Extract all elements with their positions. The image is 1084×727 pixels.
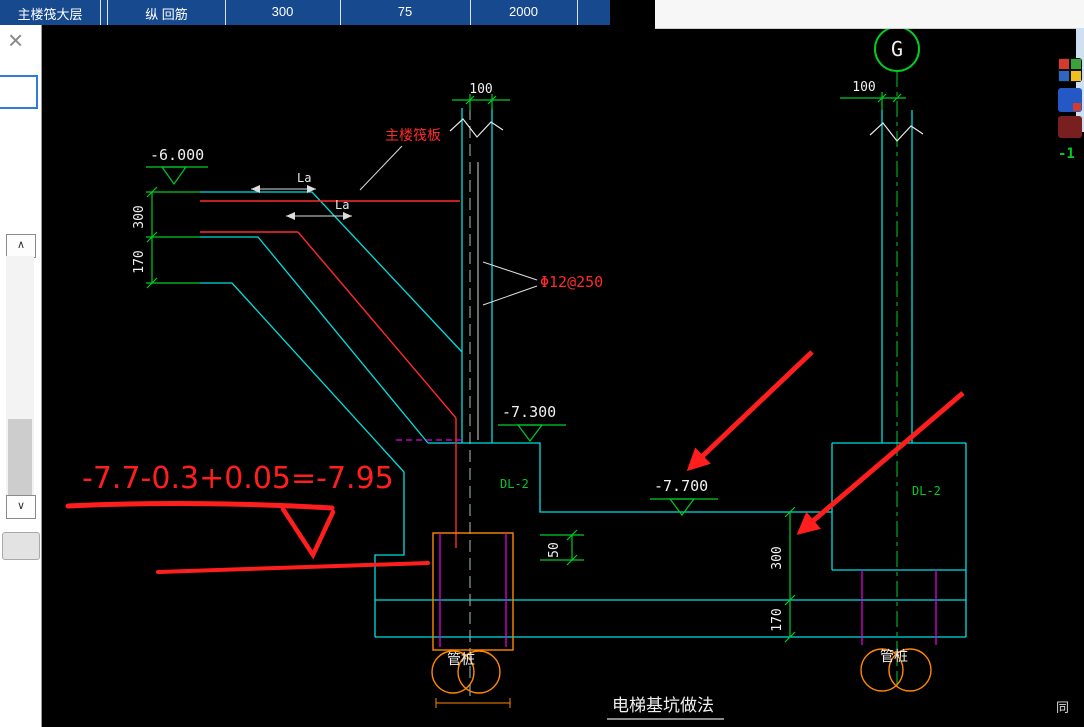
anchor-length-label-2: La [335, 198, 349, 212]
icon-square-green [1071, 59, 1081, 69]
piles: 管桩 管桩 [432, 533, 936, 708]
highlighted-field[interactable] [0, 75, 38, 109]
table-cell-name[interactable]: 主楼筏大层 [2, 4, 98, 23]
table-gridline [470, 0, 471, 25]
markup-check [283, 509, 333, 555]
pit-structure-lines [200, 108, 966, 637]
pile-label-left: 管桩 [447, 651, 475, 667]
dim-pit-slab-thickness: 300 [770, 546, 785, 569]
markup-underline-2 [158, 563, 428, 572]
beam-label-right: DL-2 [912, 484, 941, 498]
raft-slab-label: 主楼筏板 [385, 127, 441, 143]
icon-square-yellow [1071, 71, 1081, 81]
dim-step-gap: 50 [547, 542, 562, 558]
close-icon[interactable]: × [8, 27, 23, 53]
scroll-up-button[interactable]: ∧ [6, 234, 36, 258]
pile-label-right: 管桩 [880, 648, 908, 664]
dim-cushion-thickness: 170 [132, 250, 147, 273]
table-gridline [107, 0, 108, 25]
table-cell-rebar[interactable]: 纵 回筋 [110, 4, 223, 23]
icon-accent [1073, 103, 1081, 111]
chevron-up-icon: ∧ [17, 239, 25, 251]
icon-square-blue [1059, 71, 1069, 81]
panel-button[interactable] [2, 532, 40, 560]
red-markup: -7.7-0.3+0.05=-7.95 [68, 352, 963, 572]
beam-label-left: DL-2 [500, 477, 529, 491]
elevation-raft-top: -6.000 [150, 146, 204, 164]
scroll-down-button[interactable]: ∨ [6, 495, 36, 519]
dim-raft-thickness: 300 [132, 205, 147, 228]
dim-wall-offset-right: 100 [852, 80, 875, 95]
level-badge: -1 [1058, 146, 1075, 162]
chevron-down-icon: ∨ [17, 500, 25, 512]
table-gridline [577, 0, 578, 25]
table-cell-300[interactable]: 300 [227, 4, 338, 19]
markup-underline-1 [68, 504, 332, 508]
break-symbols [450, 119, 923, 141]
dim-wall-offset-left: 100 [469, 82, 492, 97]
detail-title: 电梯基坑做法 [612, 696, 714, 715]
icon-square-red [1059, 59, 1069, 69]
elevation-pit-upper: -7.300 [502, 403, 556, 421]
dim-pit-cushion-thickness: 170 [770, 608, 785, 631]
taskbar-icon-colorgrid[interactable] [1058, 58, 1082, 82]
left-dialog-panel: × ∧ ∨ [0, 25, 42, 727]
grid-bubble-label: G [891, 37, 903, 61]
taskbar-icon-document[interactable] [1058, 88, 1082, 112]
elevation-pit-lower: -7.700 [654, 477, 708, 495]
top-right-white-strip [655, 0, 1084, 29]
table-gridline [225, 0, 226, 25]
beam-labels: DL-2 DL-2 [500, 477, 941, 498]
table-gridline [100, 0, 101, 25]
anchor-length-label-1: La [297, 171, 311, 185]
annotations-white: 主楼筏板 Φ12@250 La La G 电梯基坑做法 [251, 27, 919, 719]
corner-partial-text: 同 [1056, 697, 1069, 716]
scrollbar-thumb[interactable] [8, 419, 32, 495]
dimension-texts: 300 170 100 100 50 300 170 [132, 80, 876, 632]
markup-arrow-1 [690, 352, 812, 468]
table-cell-75[interactable]: 75 [342, 4, 468, 19]
centerlines [470, 71, 897, 700]
rebar-spec-label: Φ12@250 [540, 273, 603, 291]
parameter-table-strip: 主楼筏大层 纵 回筋 300 75 2000 [0, 0, 610, 25]
table-cell-2000[interactable]: 2000 [472, 4, 575, 19]
markup-equation: -7.7-0.3+0.05=-7.95 [82, 461, 394, 496]
table-gridline [340, 0, 341, 25]
dimension-lines [146, 92, 906, 642]
taskbar-icon-maroon[interactable] [1058, 116, 1082, 138]
